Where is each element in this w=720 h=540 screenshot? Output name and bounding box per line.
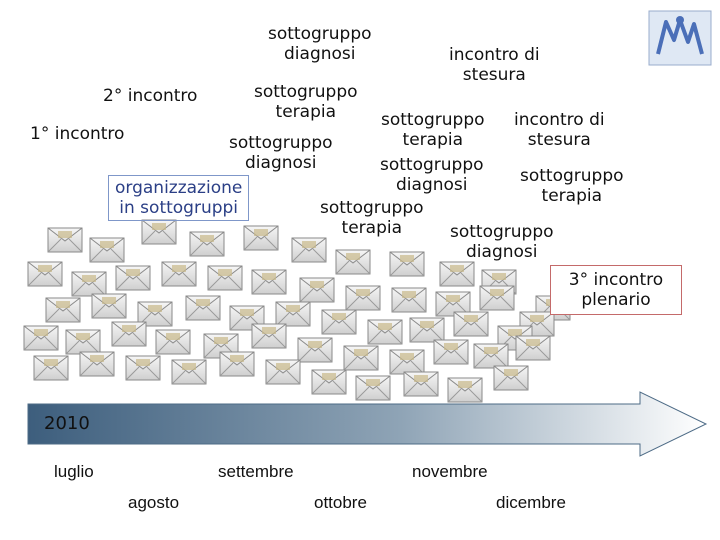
label-line: in sottogruppi <box>119 198 239 218</box>
label-incontro-stesura-1: incontro di stesura <box>449 45 540 85</box>
label-1-incontro: 1° incontro <box>30 124 124 144</box>
month-novembre: novembre <box>412 462 488 481</box>
label-line: terapia <box>541 186 602 206</box>
month-dicembre: dicembre <box>496 493 566 512</box>
label-line: terapia <box>402 130 463 150</box>
month-agosto: agosto <box>128 493 180 512</box>
label-line: diagnosi <box>396 175 468 195</box>
label-line: plenario <box>581 290 651 310</box>
month-settembre: settembre <box>218 462 294 481</box>
label-line: terapia <box>275 102 336 122</box>
label-line: stesura <box>462 65 526 85</box>
label-line: sottogruppo <box>520 166 624 186</box>
label-line: incontro di <box>449 45 540 65</box>
month-luglio: luglio <box>54 462 94 481</box>
month-ottobre: ottobre <box>314 493 367 512</box>
label-sottogruppo-diagnosi-2: sottogruppo diagnosi <box>229 133 333 173</box>
label-line: sottogruppo <box>268 24 372 44</box>
label-sottogruppo-terapia-1: sottogruppo terapia <box>254 82 358 122</box>
label-incontro-stesura-2: incontro di stesura <box>514 110 605 150</box>
timeline-year: 2010 <box>44 413 90 434</box>
label-line: organizzazione <box>115 178 243 198</box>
label-sottogruppo-terapia-2: sottogruppo terapia <box>381 110 485 150</box>
label-line: stesura <box>527 130 591 150</box>
label-line: sottogruppo <box>229 133 333 153</box>
box-3-incontro-plenario: 3° incontro plenario <box>550 265 682 315</box>
label-sottogruppo-terapia-4: sottogruppo terapia <box>320 198 424 238</box>
label-line: diagnosi <box>284 44 356 64</box>
label-line: diagnosi <box>245 153 317 173</box>
logo <box>648 10 712 66</box>
box-organizzazione: organizzazione in sottogruppi <box>108 175 250 221</box>
label-line: diagnosi <box>466 242 538 262</box>
label-sottogruppo-terapia-3: sottogruppo terapia <box>520 166 624 206</box>
label-line: sottogruppo <box>381 110 485 130</box>
label-line: sottogruppo <box>380 155 484 175</box>
label-line: sottogruppo <box>320 198 424 218</box>
label-sottogruppo-diagnosi-top: sottogruppo diagnosi <box>268 24 372 64</box>
label-line: 1° incontro <box>30 124 125 144</box>
label-line: terapia <box>341 218 402 238</box>
label-line: incontro di <box>514 110 605 130</box>
logo-icon <box>648 10 712 66</box>
label-line: sottogruppo <box>254 82 358 102</box>
label-sottogruppo-diagnosi-3: sottogruppo diagnosi <box>380 155 484 195</box>
label-2-incontro: 2° incontro <box>103 86 197 106</box>
label-sottogruppo-diagnosi-4: sottogruppo diagnosi <box>450 222 554 262</box>
label-line: sottogruppo <box>450 222 554 242</box>
label-line: 2° incontro <box>103 86 198 106</box>
label-line: 3° incontro <box>568 270 664 290</box>
